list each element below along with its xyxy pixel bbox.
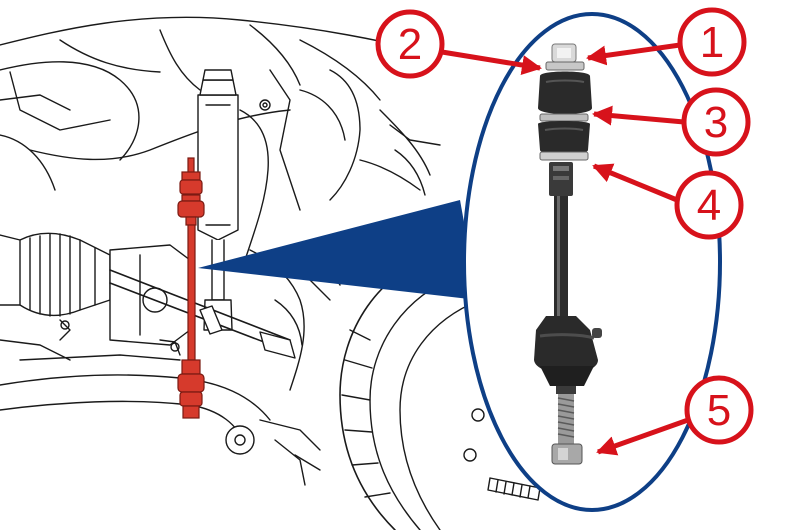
callout-4-arrow [592,163,678,203]
zoom-detail-ellipse [462,12,722,512]
callout-1-arrow [586,42,681,66]
callout-4-circle [674,170,744,240]
callout-5-label: 5 [707,386,731,435]
suspension-line-art [0,16,541,530]
callout-5-arrow [596,417,689,456]
callout-3-label: 3 [704,98,728,147]
callout-1: 1 [586,7,747,77]
callout-1-circle [677,7,747,77]
callout-2: 2 [375,9,542,79]
callout-4-label: 4 [697,181,721,230]
callout-5-circle [684,375,754,445]
callout-4: 4 [592,163,744,240]
callout-2-label: 2 [398,20,422,69]
callout-2-arrow [441,49,542,75]
callout-5: 5 [596,375,754,456]
callout-3-arrow [592,105,685,126]
zoom-connector-wedge [198,200,478,300]
callout-2-circle [375,9,445,79]
callout-1-label: 1 [700,18,724,67]
callout-3: 3 [592,87,751,157]
stabilizer-link-photo [534,43,602,465]
highlighted-stabilizer-link [177,157,205,419]
